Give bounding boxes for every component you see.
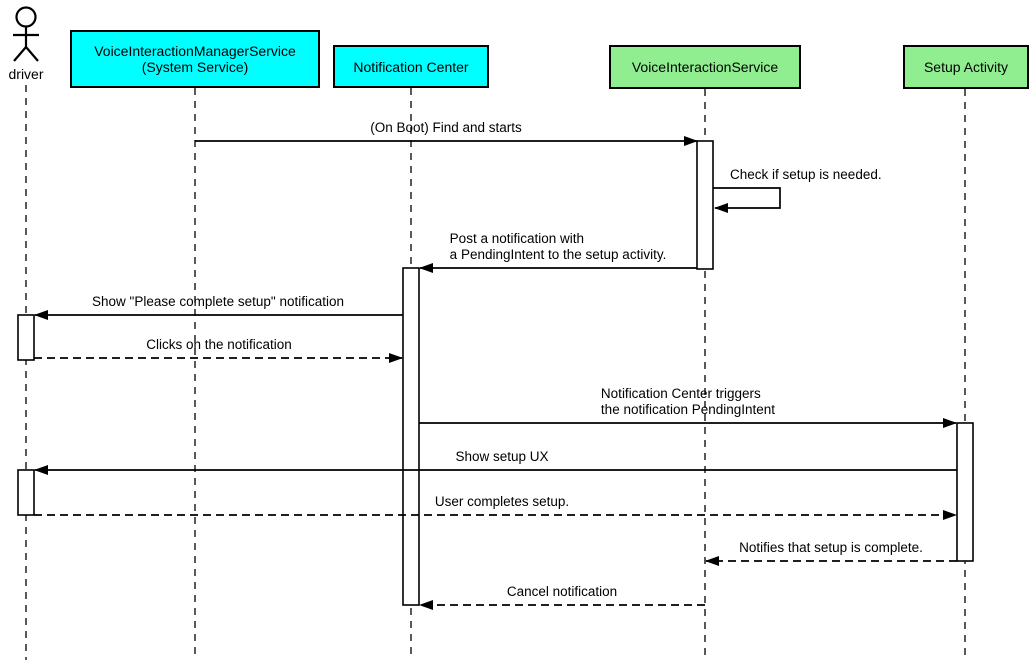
message-label-on-boot-find-and-starts: (On Boot) Find and starts — [370, 120, 522, 135]
activation-bar-setup-activity — [956, 422, 974, 562]
participant-box-notification-center: Notification Center — [333, 45, 489, 88]
activation-bar-voice-interaction-service — [696, 140, 714, 270]
activation-bar-driver-1 — [17, 314, 35, 361]
activation-bar-driver-2 — [17, 469, 35, 516]
participant-label: Setup Activity — [923, 59, 1009, 75]
message-label-triggers-pendingintent: Notification Center triggers the notific… — [600, 386, 776, 417]
message-label-notifies-setup-complete: Notifies that setup is complete. — [739, 540, 923, 555]
participant-box-setup-activity: Setup Activity — [903, 45, 1029, 89]
message-label-cancel-notification: Cancel notification — [506, 584, 618, 599]
arrow-check-if-setup-needed — [713, 187, 781, 213]
participant-box-voice-interaction-manager-service: VoiceInteractionManagerService (System S… — [70, 30, 320, 88]
participant-label: Notification Center — [353, 58, 469, 75]
message-label-check-if-setup-needed: Check if setup is needed. — [730, 167, 882, 182]
participant-label: VoiceInteractionManagerService — [94, 43, 296, 59]
message-label-user-completes-setup: User completes setup. — [434, 494, 570, 509]
actor-driver-icon — [13, 6, 39, 62]
message-label-post-notification: Post a notification with a PendingIntent… — [449, 231, 667, 262]
message-label-clicks-on-notification: Clicks on the notification — [146, 337, 292, 352]
message-label-show-please-complete-setup: Show "Please complete setup" notificatio… — [92, 294, 344, 309]
actor-driver-label: driver — [8, 66, 44, 82]
activation-bar-notification-center — [402, 267, 420, 606]
message-label-show-setup-ux: Show setup UX — [455, 449, 549, 464]
participant-label: VoiceInteractionService — [631, 59, 779, 75]
participant-label-line2: (System Service) — [141, 59, 249, 75]
participant-box-voice-interaction-service: VoiceInteractionService — [609, 45, 801, 89]
